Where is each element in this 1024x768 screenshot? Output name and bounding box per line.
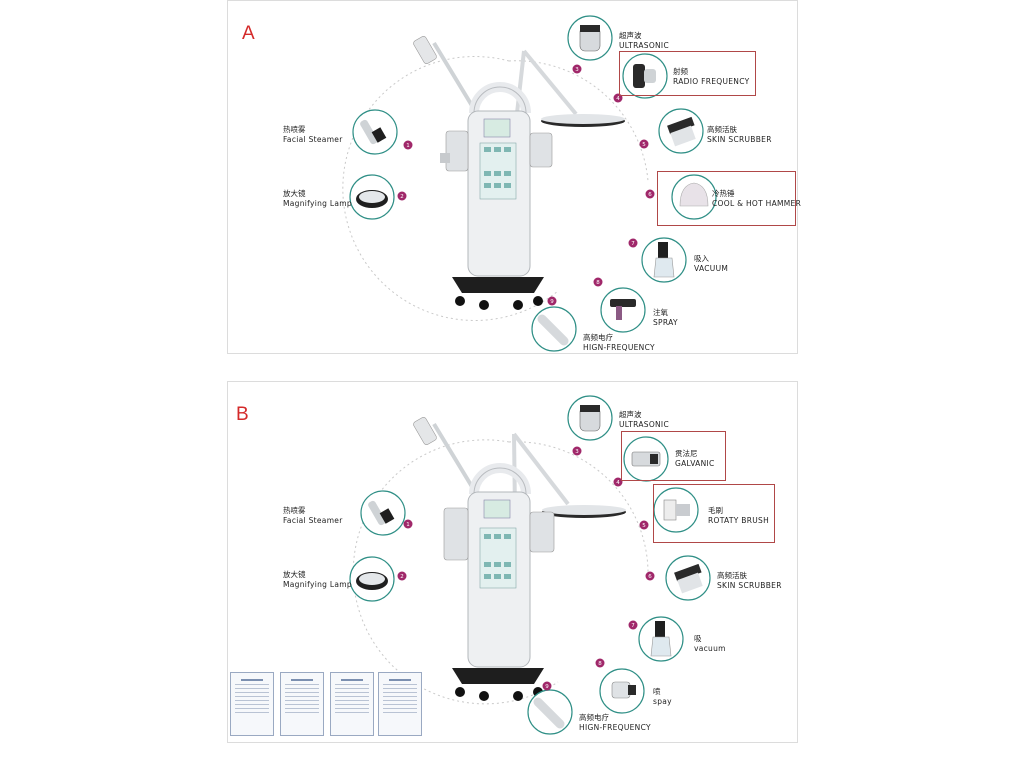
feature-icon-cool-hot-hammer xyxy=(671,174,717,220)
highlight-box-cool-hot-hammer xyxy=(657,171,796,226)
dashed-arc xyxy=(508,60,649,182)
highlight-box-radio-frequency xyxy=(619,51,756,96)
feature-icon-magnifying-lamp xyxy=(349,174,395,220)
feature-icon-spray xyxy=(600,287,646,333)
number-badge-9: 9 xyxy=(545,684,549,690)
feature-icon-spray xyxy=(599,668,645,714)
beauty-machine-illustration xyxy=(413,36,625,310)
feature-icon-rotary-brush xyxy=(653,487,699,533)
number-badge-8: 8 xyxy=(596,280,600,286)
number-badges xyxy=(397,446,655,691)
feature-icon-high-frequency xyxy=(531,306,577,352)
highlight-box-galvanic xyxy=(621,431,726,481)
number-badge-5: 5 xyxy=(642,142,646,148)
panel-letter: A xyxy=(242,23,255,44)
machine-diagram: 1 2 3 4 5 6 7 8 9 xyxy=(349,395,711,735)
feature-icon-vacuum xyxy=(641,237,687,283)
feature-icon-high-frequency xyxy=(527,689,573,735)
certificate-thumbnails xyxy=(228,668,428,742)
feature-icon-skin-scrubber xyxy=(665,555,711,601)
dashed-arc xyxy=(342,56,559,321)
number-badge-3: 3 xyxy=(575,449,579,455)
number-badge-2: 2 xyxy=(400,574,404,580)
number-badge-9: 9 xyxy=(550,299,554,305)
feature-icon-facial-steamer xyxy=(360,490,406,536)
beauty-machine-illustration xyxy=(413,417,626,701)
feature-icon-magnifying-lamp xyxy=(349,556,395,602)
number-badge-7: 7 xyxy=(631,241,635,247)
panel-b: B xyxy=(227,381,798,743)
number-badges xyxy=(397,64,655,306)
number-badge-7: 7 xyxy=(631,623,635,629)
feature-icon-galvanic xyxy=(623,436,669,482)
number-badge-3: 3 xyxy=(575,67,579,73)
number-badge-4: 4 xyxy=(616,480,620,486)
certificate-image xyxy=(378,672,422,736)
machine-diagram: 1 2 3 4 5 6 7 8 9 xyxy=(342,15,717,352)
certificate-image xyxy=(230,672,274,736)
feature-icon-vacuum xyxy=(638,616,684,662)
number-badge-6: 6 xyxy=(648,574,652,580)
panel-letter: B xyxy=(236,404,249,425)
feature-icon-skin-scrubber xyxy=(658,108,704,154)
certificate-image xyxy=(280,672,324,736)
number-badge-8: 8 xyxy=(598,661,602,667)
panel-a: A xyxy=(227,0,802,354)
number-badge-1: 1 xyxy=(406,143,410,149)
feature-icon-radio-frequency xyxy=(622,53,668,99)
highlight-box-rotary-brush xyxy=(653,484,775,543)
number-badge-6: 6 xyxy=(648,192,652,198)
number-badge-5: 5 xyxy=(642,523,646,529)
feature-icon-ultrasonic xyxy=(567,395,613,441)
number-badge-2: 2 xyxy=(400,194,404,200)
feature-icon-ultrasonic xyxy=(567,15,613,61)
dashed-arc xyxy=(352,439,559,705)
number-badge-1: 1 xyxy=(406,522,410,528)
certificate-image xyxy=(330,672,374,736)
number-badge-4: 4 xyxy=(616,96,620,102)
feature-icon-facial-steamer xyxy=(352,109,398,155)
